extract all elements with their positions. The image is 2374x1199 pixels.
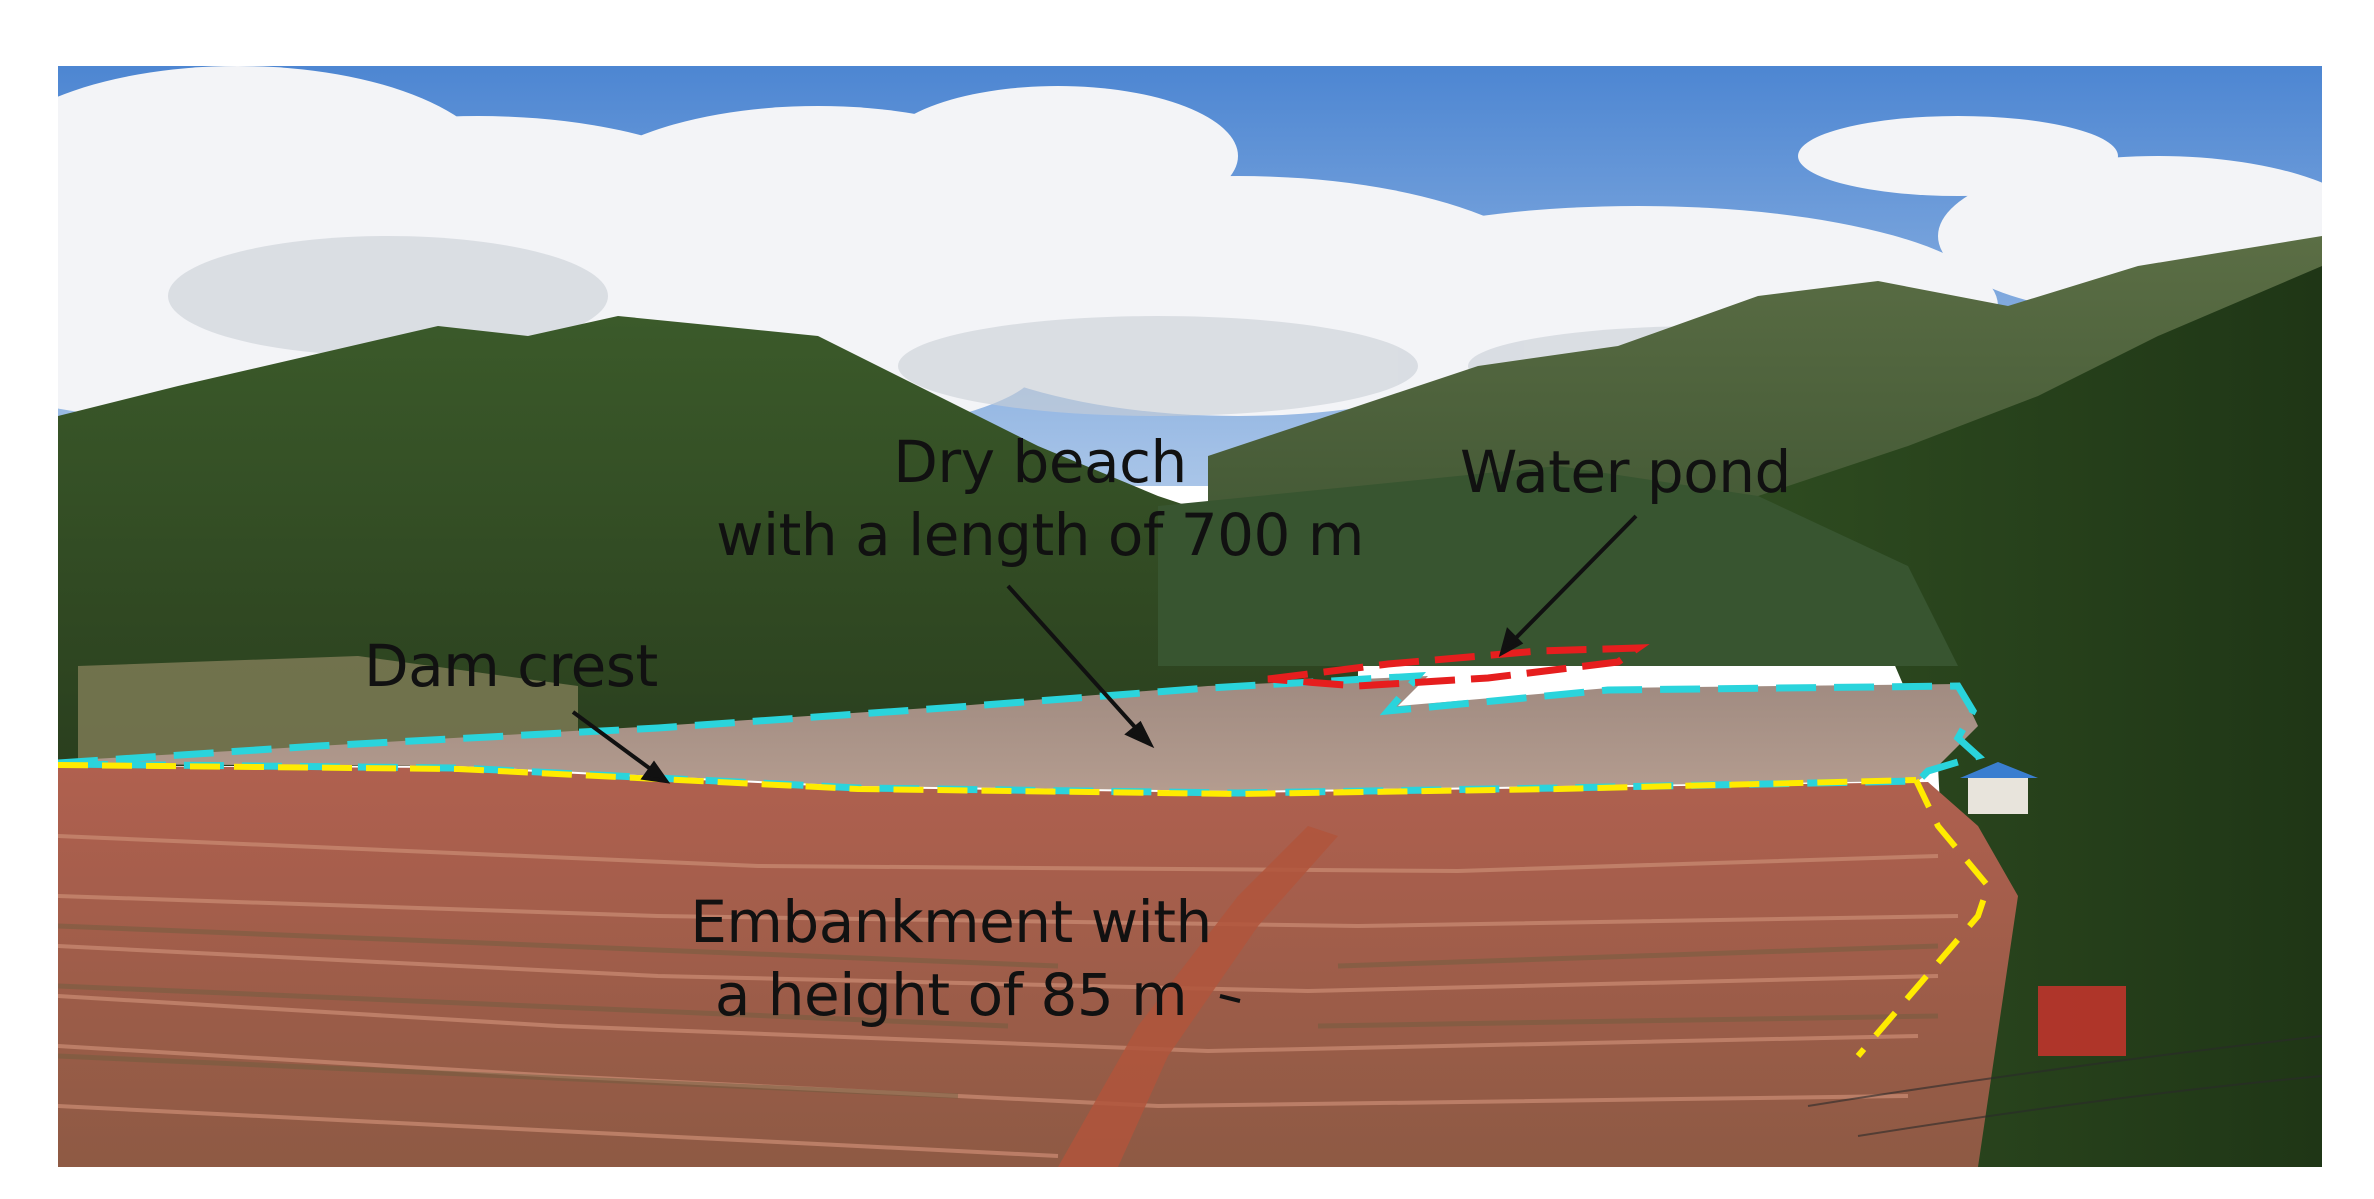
dry-beach-area [58,676,1978,791]
tailings-dam-photo [58,66,2322,1167]
embankment-terraces [58,834,1959,1158]
water-pond-boundary [1267,644,1650,690]
red-sign [2038,986,2126,1056]
right-forest [1758,266,2322,1167]
photo-frame: Dry beach with a length of 700 m Water p… [58,66,2322,1167]
embankment-label-line1: Embankment with [690,888,1212,956]
embankment-arrow [1219,994,1241,1003]
dam-crest-label-text: Dam crest [364,632,658,700]
dry-beach-label: Dry beach with a length of 700 m [716,426,1364,571]
dam-crest-arrow [571,710,662,778]
water-pond-arrow [1506,514,1638,648]
water-pond-label: Water pond [1460,436,1791,509]
power-lines [1807,1035,2322,1137]
dam-crest-label: Dam crest [364,630,658,703]
dam-crest-line [58,762,1917,798]
access-road [1058,826,1338,1167]
dry-beach-label-line1: Dry beach [893,428,1187,496]
dry-beach-label-line2: with a length of 700 m [716,500,1364,569]
mid-valley [1158,466,1958,666]
embankment-slope [58,766,2018,1167]
control-building [1960,762,2038,814]
dry-beach-boundary [58,672,1985,797]
annotation-arrows [571,514,1638,1003]
embankment-label-line2: a height of 85 m [714,960,1188,1029]
dry-beach-arrow [1006,584,1145,738]
left-hill [58,316,1358,766]
embankment-vegetation [58,923,1939,1099]
water-pond-label-text: Water pond [1460,438,1791,506]
embankment-label: Embankment with a height of 85 m [690,886,1212,1031]
embankment-boundary [1855,778,1992,1058]
